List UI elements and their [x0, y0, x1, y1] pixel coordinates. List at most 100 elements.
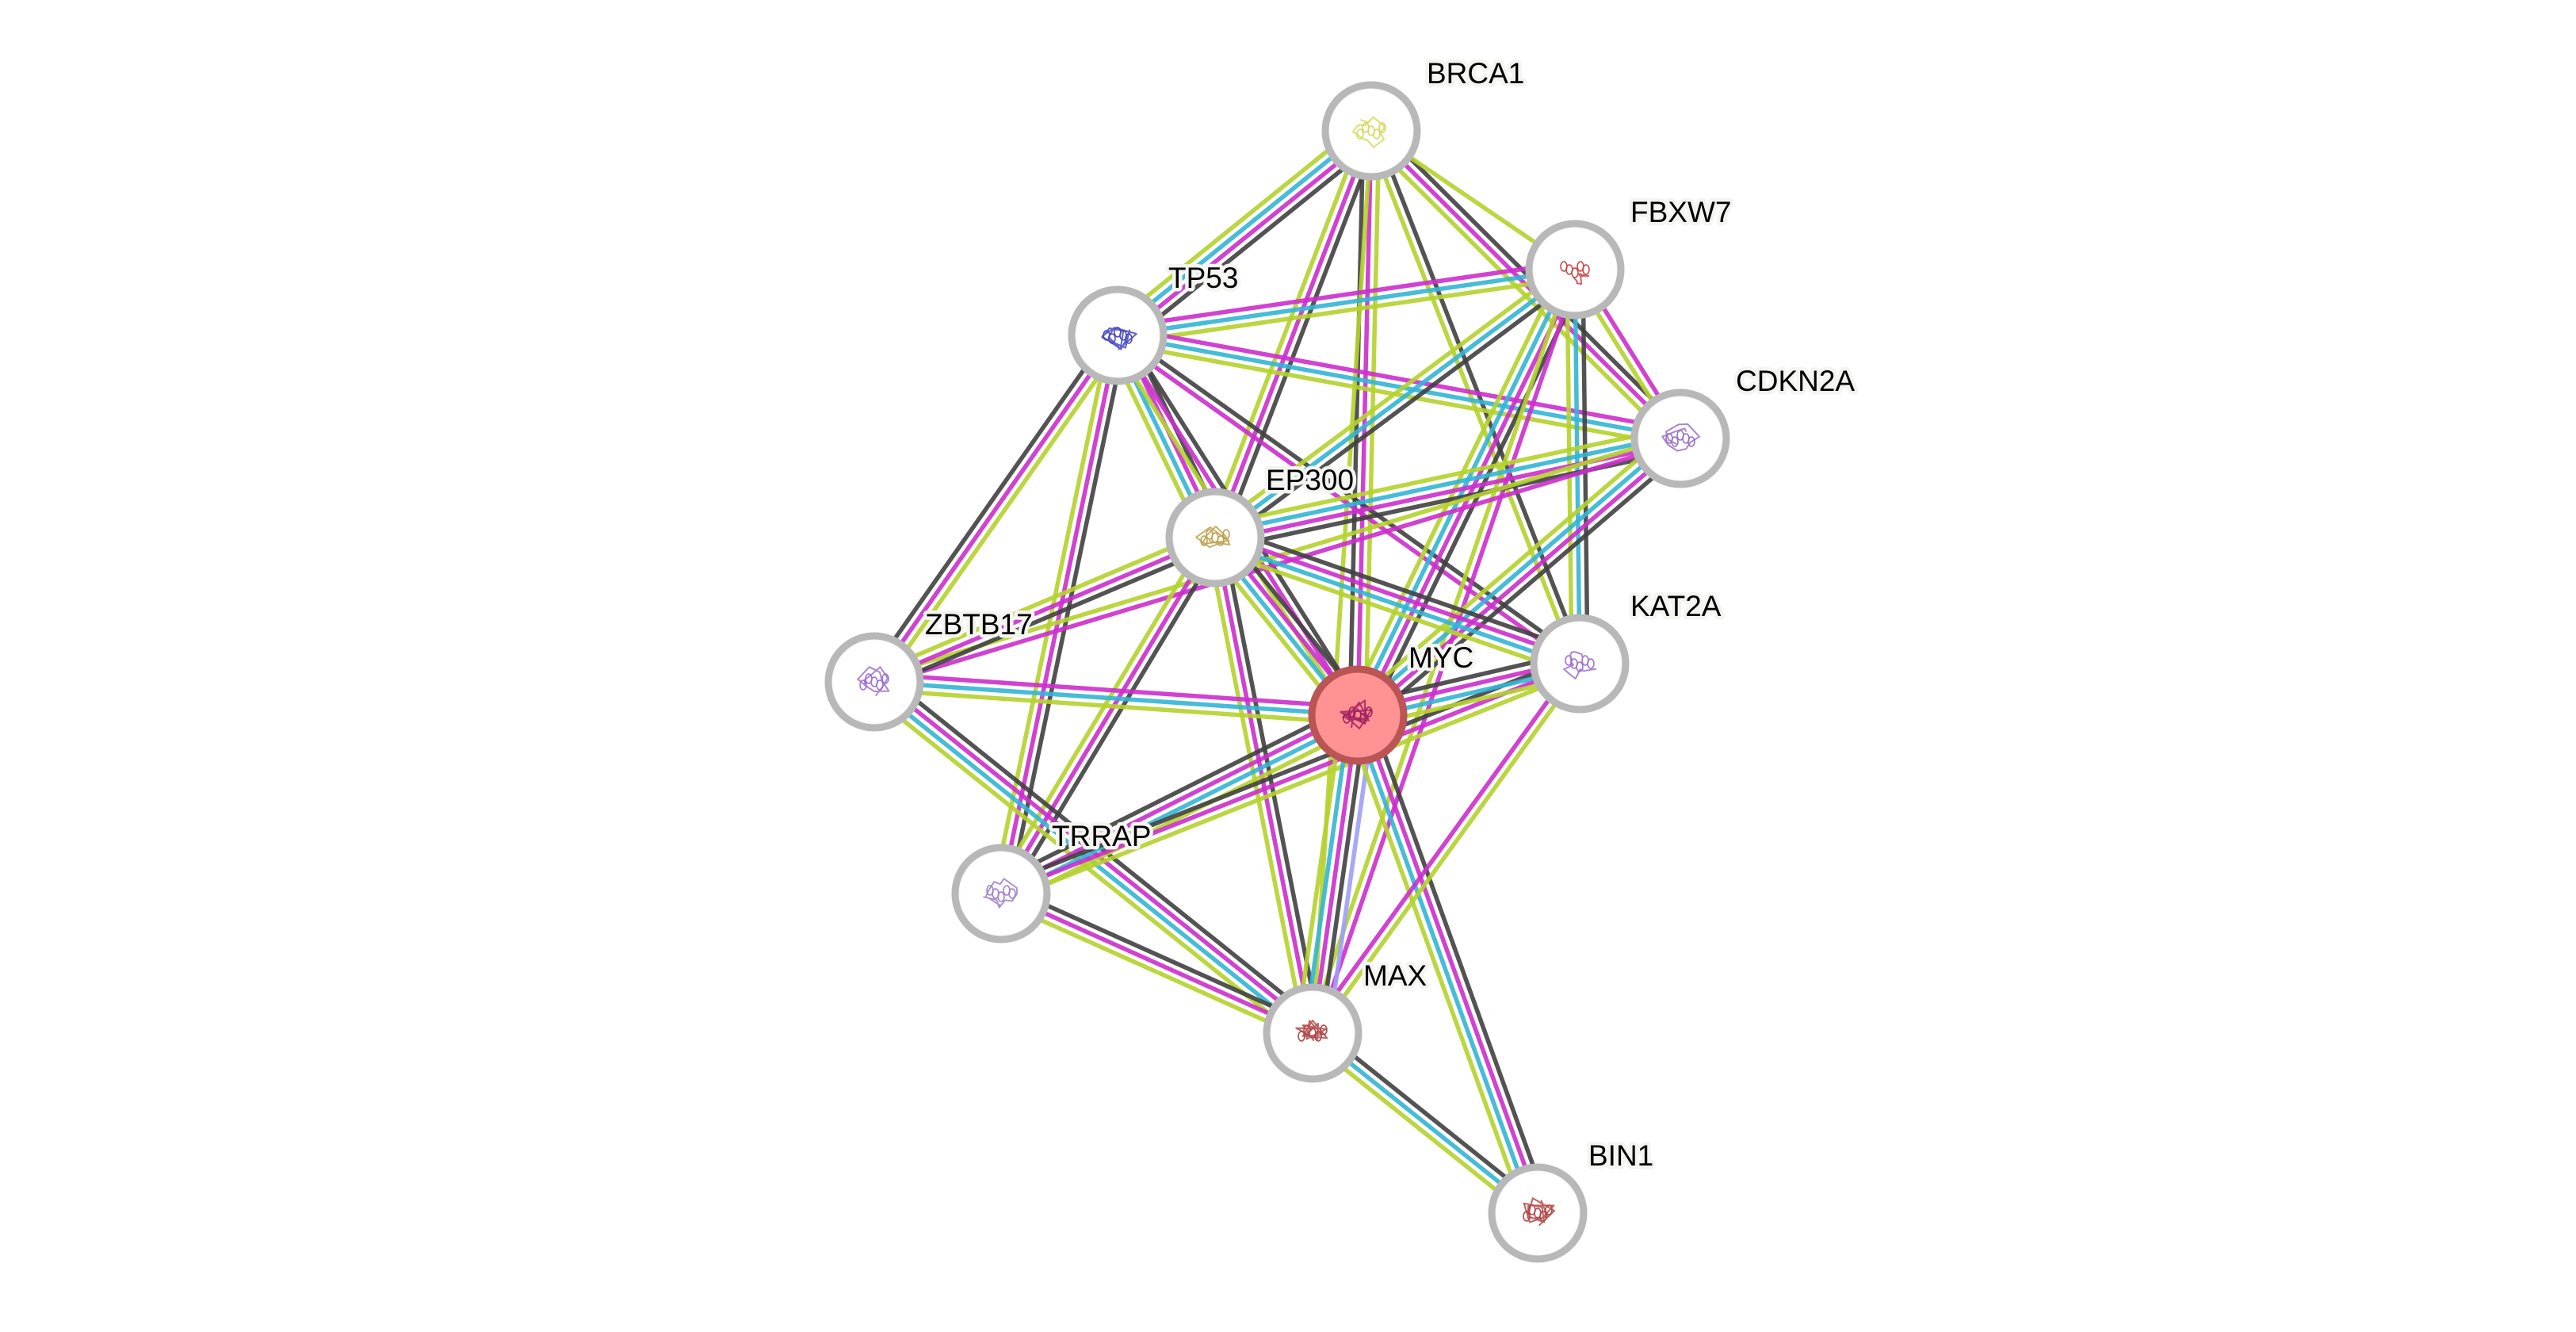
edge-channel-textmining — [1345, 263, 1566, 711]
edge-channel-databases — [1114, 125, 1370, 335]
edge-brca1-max[interactable] — [1310, 130, 1374, 1034]
node-label: TRRAP — [1052, 820, 1151, 852]
edge-channel-textmining — [1294, 712, 1344, 1032]
edge-channel-coexpression — [866, 329, 1114, 679]
node-circle[interactable] — [1525, 220, 1625, 320]
edge-channel-experiments — [1359, 439, 1685, 720]
edge-channel-databases — [1117, 333, 1681, 441]
edge-ep300-kat2a[interactable] — [1210, 524, 1584, 677]
node-circle[interactable] — [951, 844, 1051, 944]
edge-channel-databases — [1302, 714, 1352, 1032]
node-circle[interactable] — [1263, 983, 1363, 1083]
edge-myc-bin1[interactable] — [1344, 710, 1551, 1219]
edge-channel-coexpression — [1123, 138, 1381, 346]
node-tp53[interactable]: TP53 — [1068, 258, 1242, 385]
node-cdkn2a[interactable]: CDKN2A — [1630, 362, 1859, 488]
protein-structure-icon — [857, 666, 890, 697]
node-circle[interactable] — [1530, 614, 1630, 714]
edge-channel-experiments — [1355, 130, 1374, 716]
edge-channel-experiments — [1359, 713, 1544, 1213]
edge-channel-textmining — [878, 339, 1126, 688]
node-circle[interactable] — [1068, 285, 1168, 385]
edge-cdkn2a-myc[interactable] — [1348, 427, 1690, 726]
node-label: ZBTB17 — [925, 608, 1033, 641]
edge-channel-experiments — [1118, 132, 1375, 341]
edge-channel-experiments — [999, 536, 1217, 895]
node-circle[interactable] — [824, 632, 924, 732]
edge-channel-textmining — [870, 528, 1213, 677]
edge-brca1-tp53[interactable] — [1108, 120, 1381, 346]
edge-channel-textmining — [1344, 718, 1529, 1219]
edge-channel-databases — [1117, 267, 1576, 338]
edge-tp53-fbxw7[interactable] — [1116, 259, 1577, 346]
edge-channel-textmining — [1363, 131, 1382, 716]
edge-channel-coexpression — [995, 702, 1354, 886]
protein-structure-icon — [1560, 261, 1590, 285]
node-label: TP53 — [1168, 262, 1238, 294]
node-ep300[interactable]: EP300 — [1165, 461, 1358, 588]
node-label: EP300 — [1266, 464, 1354, 496]
protein-structure-icon — [1340, 699, 1373, 729]
node-kat2a[interactable]: KAT2A — [1530, 587, 1725, 714]
edge-zbtb17-myc[interactable] — [873, 672, 1359, 725]
node-label: BRCA1 — [1427, 57, 1524, 90]
edge-channel-coexpression — [1318, 716, 1368, 1035]
edge-tp53-zbtb17[interactable] — [866, 329, 1126, 688]
edge-channel-coexpression — [1373, 128, 1586, 664]
edge-channel-textmining — [1003, 668, 1584, 903]
edge-channel-textmining — [1209, 261, 1572, 534]
edge-channel-experiments — [873, 535, 1217, 684]
edge-fbxw7-ep300[interactable] — [1209, 261, 1581, 546]
edge-channel-experiments — [999, 891, 1314, 1035]
edge-channel-coexpression — [1003, 884, 1317, 1028]
edge-channel-experiments — [1213, 130, 1374, 538]
edge-trrap-max[interactable] — [996, 884, 1317, 1043]
edge-channel-experiments — [874, 672, 1359, 710]
node-trrap[interactable]: TRRAP — [951, 817, 1155, 944]
edge-ep300-zbtb17[interactable] — [870, 528, 1219, 691]
edge-channel-databases — [1351, 715, 1536, 1215]
node-fbxw7[interactable]: FBXW7 — [1525, 193, 1735, 320]
edge-channel-textmining — [1348, 427, 1675, 708]
edge-channel-textmining — [1205, 538, 1307, 1035]
edge-channel-databases — [873, 679, 1359, 718]
protein-structure-icon — [983, 878, 1018, 909]
node-myc[interactable]: MYC — [1308, 638, 1477, 765]
edge-channel-coexpression — [1363, 446, 1690, 726]
protein-structure-icon — [1101, 327, 1137, 350]
node-label: FBXW7 — [1630, 196, 1731, 228]
protein-structure-icon — [1563, 651, 1597, 679]
edge-channel-databases — [1213, 267, 1577, 540]
protein-structure-icon — [1661, 423, 1700, 452]
edge-channel-textmining — [1313, 664, 1585, 1037]
edge-channel-experiments — [1215, 531, 1582, 662]
edge-channel-coexpression — [1580, 269, 1590, 664]
node-circle[interactable] — [1165, 488, 1265, 588]
edge-trrap-kat2a[interactable] — [997, 654, 1584, 903]
protein-structure-icon — [1523, 1197, 1556, 1227]
edge-brca1-ep300[interactable] — [1206, 127, 1381, 542]
protein-structure-icon — [1352, 116, 1386, 148]
edge-kat2a-max[interactable] — [1307, 660, 1585, 1037]
node-max[interactable]: MAX — [1263, 956, 1431, 1083]
edge-ep300-trrap[interactable] — [992, 532, 1224, 899]
node-bin1[interactable]: BIN1 — [1488, 1136, 1657, 1263]
edge-channel-coexpression — [1220, 132, 1381, 542]
edge-channel-textmining — [992, 532, 1210, 891]
edge-channel-databases — [1213, 539, 1580, 670]
edge-channel-coexpression — [1006, 540, 1224, 899]
node-circle[interactable] — [1630, 388, 1730, 488]
edge-channel-databases — [1353, 434, 1680, 714]
edge-channel-textmining — [873, 687, 1358, 725]
node-circle[interactable] — [1321, 81, 1421, 181]
node-circle[interactable] — [1308, 665, 1408, 765]
node-brca1[interactable]: BRCA1 — [1321, 54, 1528, 181]
edge-channel-textmining — [1364, 135, 1676, 446]
node-zbtb17[interactable]: ZBTB17 — [824, 605, 1036, 732]
node-circle[interactable] — [1488, 1163, 1588, 1263]
node-label: MAX — [1363, 959, 1427, 992]
node-label: CDKN2A — [1736, 365, 1855, 397]
edge-channel-textmining — [1310, 130, 1374, 1034]
